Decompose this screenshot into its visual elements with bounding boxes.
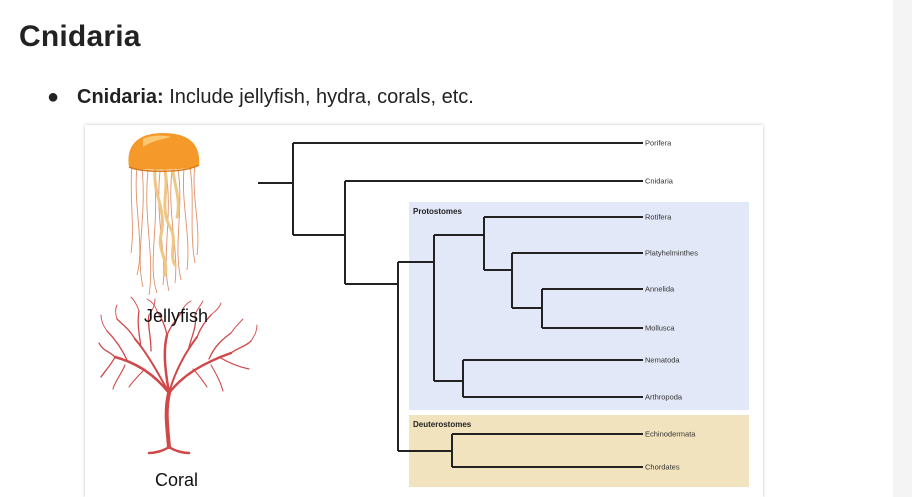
coral-icon xyxy=(98,296,258,455)
jellyfish-oral-arms xyxy=(153,169,180,277)
taxon-label-cnidaria: Cnidaria xyxy=(645,177,674,186)
bullet-term: Cnidaria: xyxy=(77,86,164,108)
group-label-deuterostomes: Deuterostomes xyxy=(413,420,472,429)
taxon-label-annelida: Annelida xyxy=(645,285,675,294)
taxon-label-echinodermata: Echinodermata xyxy=(645,430,696,439)
page-title: Cnidaria xyxy=(19,20,141,53)
jellyfish-bell-highlight xyxy=(143,135,171,147)
figure-canvas: Protostomes Deuterostomes xyxy=(98,133,749,487)
scroll-gutter xyxy=(893,0,912,497)
protostomes-box xyxy=(409,202,749,410)
taxa-labels: Porifera Cnidaria Rotifera Platyhelminth… xyxy=(645,139,698,472)
taxon-label-arthropoda: Arthropoda xyxy=(645,393,683,402)
taxon-label-platyhelminthes: Platyhelminthes xyxy=(645,249,698,258)
jellyfish-label: Jellyfish xyxy=(144,306,209,326)
tree-branches xyxy=(258,142,643,468)
taxon-label-nematoda: Nematoda xyxy=(645,356,680,365)
jellyfish-icon xyxy=(128,133,200,296)
group-label-protostomes: Protostomes xyxy=(413,207,462,216)
bullet-point: ● Cnidaria: Include jellyfish, hydra, cor… xyxy=(47,86,474,109)
taxon-label-rotifera: Rotifera xyxy=(645,213,672,222)
coral-label: Coral xyxy=(155,470,199,490)
deuterostomes-box xyxy=(409,415,749,487)
taxon-label-chordates: Chordates xyxy=(645,463,680,472)
phylogeny-figure: Protostomes Deuterostomes xyxy=(85,125,763,497)
taxon-label-porifera: Porifera xyxy=(645,139,672,148)
taxon-label-mollusca: Mollusca xyxy=(645,324,675,333)
bullet-text: Include jellyfish, hydra, corals, etc. xyxy=(163,86,474,108)
jellyfish-bell-rim xyxy=(128,164,200,173)
bullet-dot: ● xyxy=(47,86,60,108)
